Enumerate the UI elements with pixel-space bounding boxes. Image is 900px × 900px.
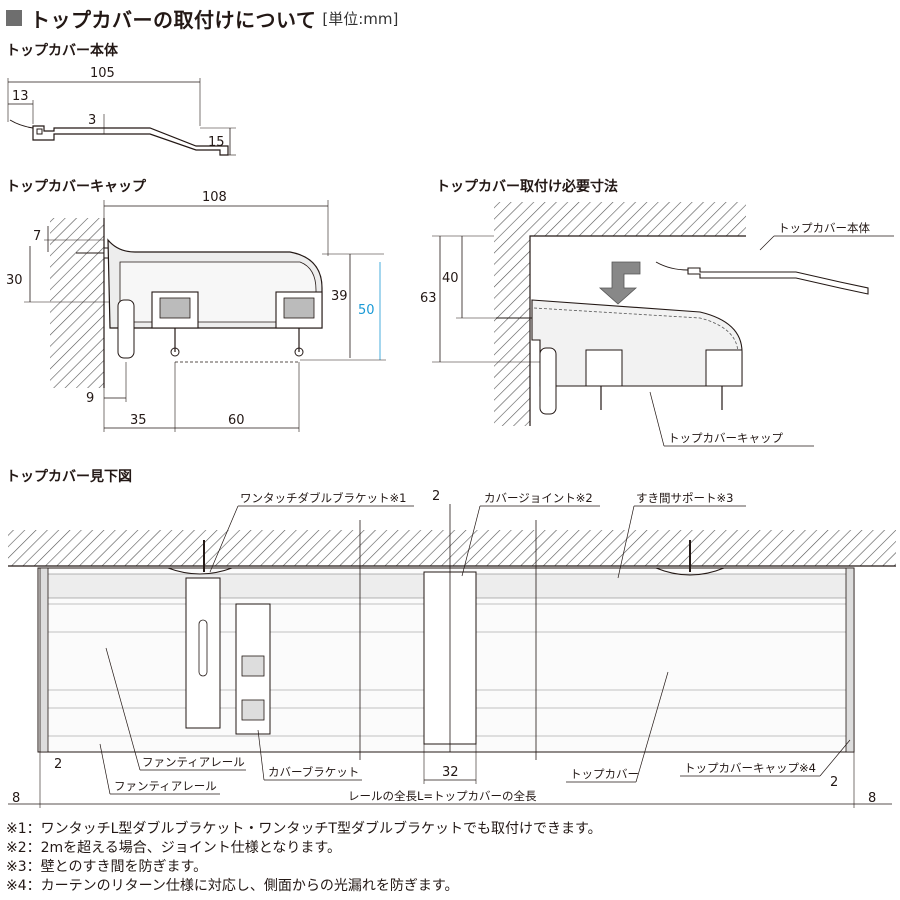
dim-105: 105 — [90, 66, 115, 81]
dim-8-left: 8 — [12, 791, 20, 806]
dim-50: 50 — [358, 303, 375, 318]
section-title-plan: トップカバー見下図 — [6, 469, 132, 485]
dim-2-joint: 2 — [432, 489, 440, 504]
dim-30: 30 — [6, 273, 23, 288]
plan-label-cap: トップカバーキャップ※4 — [684, 761, 816, 775]
footnote-4: ※4：カーテンのリターン仕様に対応し、側面からの光漏れを防ぎます。 — [6, 878, 459, 894]
dim-60: 60 — [228, 413, 245, 428]
dim-35: 35 — [130, 413, 147, 428]
plan-label-bracket: ワンタッチダブルブラケット※1 — [240, 491, 406, 505]
plan-view-diagram: ワンタッチダブルブラケット※1 カバージョイント※2 すき間サポート※3 ファン… — [8, 489, 896, 808]
dim-3: 3 — [88, 113, 96, 128]
footnote-2: ※2：2mを超える場合、ジョイント仕様となります。 — [6, 840, 341, 856]
footnotes: ※1：ワンタッチL型ダブルブラケット・ワンタッチT型ダブルブラケットでも取付けで… — [6, 820, 602, 896]
plan-label-rail-1: ファンティアレール — [142, 755, 245, 769]
dim-13: 13 — [12, 89, 29, 104]
plan-label-rail-2: ファンティアレール — [114, 779, 217, 793]
dim-108: 108 — [202, 190, 227, 205]
dim-2-right: 2 — [830, 775, 838, 790]
section-title-required: トップカバー取付け必要寸法 — [436, 179, 618, 195]
dim-32: 32 — [442, 765, 459, 780]
plan-label-joint: カバージョイント※2 — [484, 491, 593, 505]
footnote-3: ※3：壁とのすき間を防ぎます。 — [6, 859, 208, 875]
header-square-icon — [6, 10, 22, 26]
footnote-1: ※1：ワンタッチL型ダブルブラケット・ワンタッチT型ダブルブラケットでも取付けで… — [6, 821, 602, 837]
unit-label: [単位:mm] — [322, 9, 399, 28]
dim-9: 9 — [86, 391, 94, 406]
required-dims-diagram: 40 63 トップカバー本体 トップカバーキャップ — [420, 202, 894, 447]
plan-label-support: すき間サポート※3 — [636, 491, 733, 505]
dim-40: 40 — [442, 271, 459, 286]
section-title-cap: トップカバーキャップ — [6, 179, 146, 195]
plan-label-total: レールの全長L=トップカバーの全長 — [348, 789, 537, 803]
section-title-body: トップカバー本体 — [6, 43, 118, 59]
dim-39: 39 — [331, 289, 348, 304]
page-title: トップカバーの取付けについて — [30, 7, 317, 32]
req-label-body: トップカバー本体 — [778, 221, 870, 235]
plan-label-top-cover: トップカバー — [570, 767, 639, 781]
dim-8-right: 8 — [868, 791, 876, 806]
cap-diagram: 108 7 30 39 50 9 35 60 — [6, 190, 386, 432]
plan-label-cover-bracket: カバーブラケット — [268, 765, 359, 779]
dim-7: 7 — [33, 229, 41, 244]
dim-15: 15 — [208, 135, 225, 150]
dim-63: 63 — [420, 291, 437, 306]
page-header: トップカバーの取付けについて [単位:mm] — [6, 4, 398, 32]
dim-2-left: 2 — [54, 757, 62, 772]
req-label-cap: トップカバーキャップ — [668, 431, 783, 445]
cover-body-profile: 105 13 3 15 — [7, 66, 236, 156]
